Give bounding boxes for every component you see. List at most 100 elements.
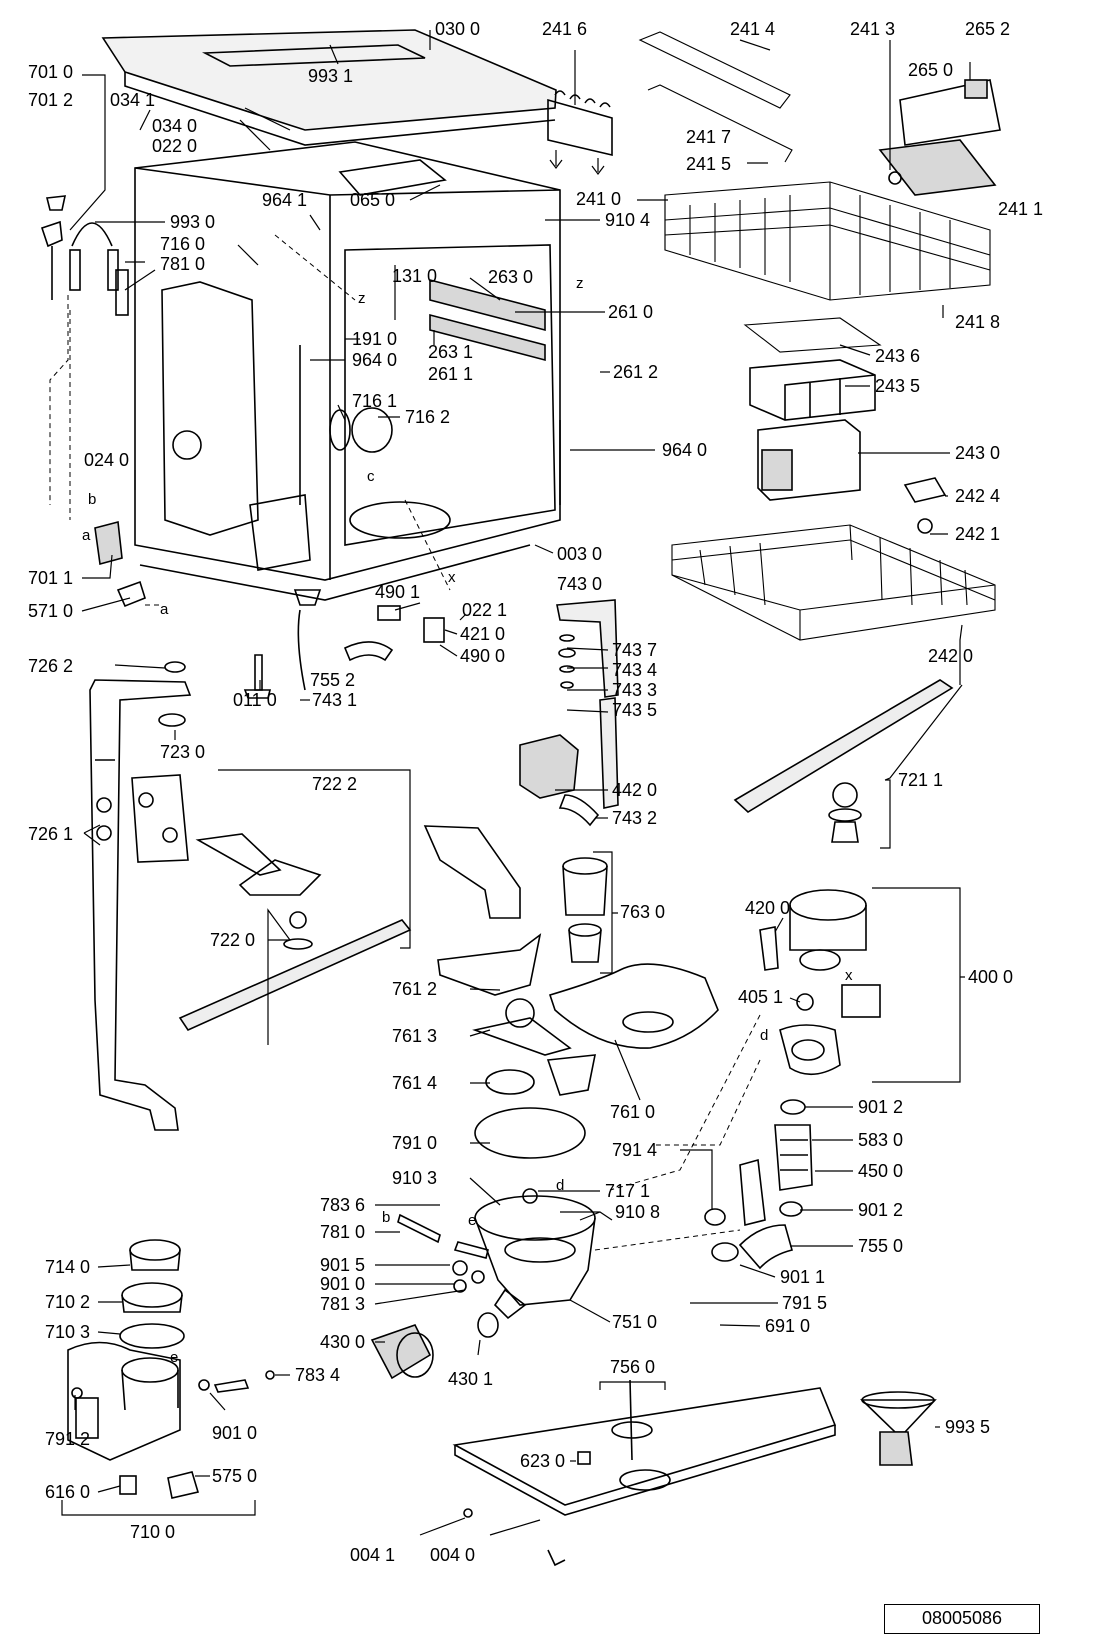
label-743-2: 743 2 xyxy=(612,808,657,828)
label-781-0b: 781 0 xyxy=(320,1222,365,1242)
label-034-0: 034 0 xyxy=(152,116,197,136)
label-716-2: 716 2 xyxy=(405,407,450,427)
label-430-0: 430 0 xyxy=(320,1332,365,1352)
hoses-clamps xyxy=(704,1099,813,1270)
label-701-0: 701 0 xyxy=(28,62,73,82)
label-791-2: 791 2 xyxy=(45,1429,90,1449)
circulation-pipe xyxy=(89,661,192,1131)
label-442-0: 442 0 xyxy=(612,780,657,800)
label-743-1: 743 1 xyxy=(312,690,357,710)
label-241-1: 241 1 xyxy=(998,199,1043,219)
cutlery-basket xyxy=(743,317,947,534)
water-pipes xyxy=(243,589,619,827)
lower-basket xyxy=(671,524,996,641)
funnel-part xyxy=(860,1391,937,1466)
label-716-1: 716 1 xyxy=(352,391,397,411)
label-034-1: 034 1 xyxy=(110,90,155,110)
drain-pump xyxy=(370,1324,434,1380)
label-490-1: 490 1 xyxy=(375,582,420,602)
water-softener xyxy=(67,1239,275,1499)
label-241-3: 241 3 xyxy=(850,19,895,39)
letter-b2: b xyxy=(382,1209,390,1226)
label-751-0: 751 0 xyxy=(612,1312,657,1332)
label-022-1: 022 1 xyxy=(462,600,507,620)
label-743-4: 743 4 xyxy=(612,660,657,680)
label-420-0: 420 0 xyxy=(745,898,790,918)
label-901-5: 901 5 xyxy=(320,1255,365,1275)
label-131-0: 131 0 xyxy=(392,266,437,286)
label-242-4: 242 4 xyxy=(955,486,1000,506)
label-065-0: 065 0 xyxy=(350,190,395,210)
circulation-pump xyxy=(759,889,881,1076)
label-241-0: 241 0 xyxy=(576,189,621,209)
label-003-0: 003 0 xyxy=(557,544,602,564)
label-575-0: 575 0 xyxy=(212,1466,257,1486)
label-490-0: 490 0 xyxy=(460,646,505,666)
label-910-3: 910 3 xyxy=(392,1168,437,1188)
label-726-2: 726 2 xyxy=(28,656,73,676)
label-241-6: 241 6 xyxy=(542,19,587,39)
label-710-2: 710 2 xyxy=(45,1292,90,1312)
label-901-1: 901 1 xyxy=(780,1267,825,1287)
letter-e2: e xyxy=(170,1349,178,1366)
label-710-0: 710 0 xyxy=(130,1522,175,1542)
label-691-0: 691 0 xyxy=(765,1316,810,1336)
letter-b1: b xyxy=(88,491,96,508)
label-242-1: 242 1 xyxy=(955,524,1000,544)
label-783-4: 783 4 xyxy=(295,1365,340,1385)
label-722-0: 722 0 xyxy=(210,930,255,950)
label-004-0: 004 0 xyxy=(430,1545,475,1565)
label-791-4: 791 4 xyxy=(612,1140,657,1160)
letter-x2: x xyxy=(845,967,853,984)
label-241-5: 241 5 xyxy=(686,154,731,174)
label-265-0: 265 0 xyxy=(908,60,953,80)
filter-assembly xyxy=(548,857,719,1049)
label-716-0: 716 0 xyxy=(160,234,205,254)
assembly-letters: b a a z z c x x d d e e b xyxy=(82,275,853,1366)
label-781-3: 781 3 xyxy=(320,1294,365,1314)
label-743-5: 743 5 xyxy=(612,700,657,720)
label-024-0: 024 0 xyxy=(84,450,129,470)
label-901-0b: 901 0 xyxy=(212,1423,257,1443)
label-030-0: 030 0 xyxy=(435,19,480,39)
label-901-2b: 901 2 xyxy=(858,1200,903,1220)
label-241-7: 241 7 xyxy=(686,127,731,147)
part-labels: 701 0 701 2 034 1 034 0 022 0 030 0 993 … xyxy=(28,19,1043,1565)
label-243-0: 243 0 xyxy=(955,443,1000,463)
label-964-0a: 964 0 xyxy=(352,350,397,370)
label-400-0: 400 0 xyxy=(968,967,1013,987)
cabinet-tub xyxy=(134,141,561,601)
label-755-2: 755 2 xyxy=(310,670,355,690)
letter-e1: e xyxy=(468,1212,476,1229)
label-910-8: 910 8 xyxy=(615,1202,660,1222)
worktop-part xyxy=(101,29,557,146)
label-571-0: 571 0 xyxy=(28,601,73,621)
label-243-6: 243 6 xyxy=(875,346,920,366)
label-901-2a: 901 2 xyxy=(858,1097,903,1117)
upper-spray-arm xyxy=(733,679,954,843)
label-743-0: 743 0 xyxy=(557,574,602,594)
label-714-0: 714 0 xyxy=(45,1257,90,1277)
label-993-1: 993 1 xyxy=(308,66,353,86)
label-430-1: 430 1 xyxy=(448,1369,493,1389)
label-993-0: 993 0 xyxy=(170,212,215,232)
label-781-0a: 781 0 xyxy=(160,254,205,274)
upper-basket xyxy=(638,31,1001,301)
label-450-0: 450 0 xyxy=(858,1161,903,1181)
label-261-2: 261 2 xyxy=(613,362,658,382)
spray-arm-support xyxy=(423,825,596,1096)
base-pan xyxy=(452,1379,837,1567)
label-726-1: 726 1 xyxy=(28,824,73,844)
label-243-5: 243 5 xyxy=(875,376,920,396)
label-242-0: 242 0 xyxy=(928,646,973,666)
document-reference-number: 08005086 xyxy=(921,1608,1003,1628)
label-261-0: 261 0 xyxy=(608,302,653,322)
label-405-1: 405 1 xyxy=(738,987,783,1007)
label-701-1: 701 1 xyxy=(28,568,73,588)
label-761-2: 761 2 xyxy=(392,979,437,999)
sump-assembly xyxy=(397,1107,596,1338)
label-743-7: 743 7 xyxy=(612,640,657,660)
label-763-0: 763 0 xyxy=(620,902,665,922)
label-265-2: 265 2 xyxy=(965,19,1010,39)
